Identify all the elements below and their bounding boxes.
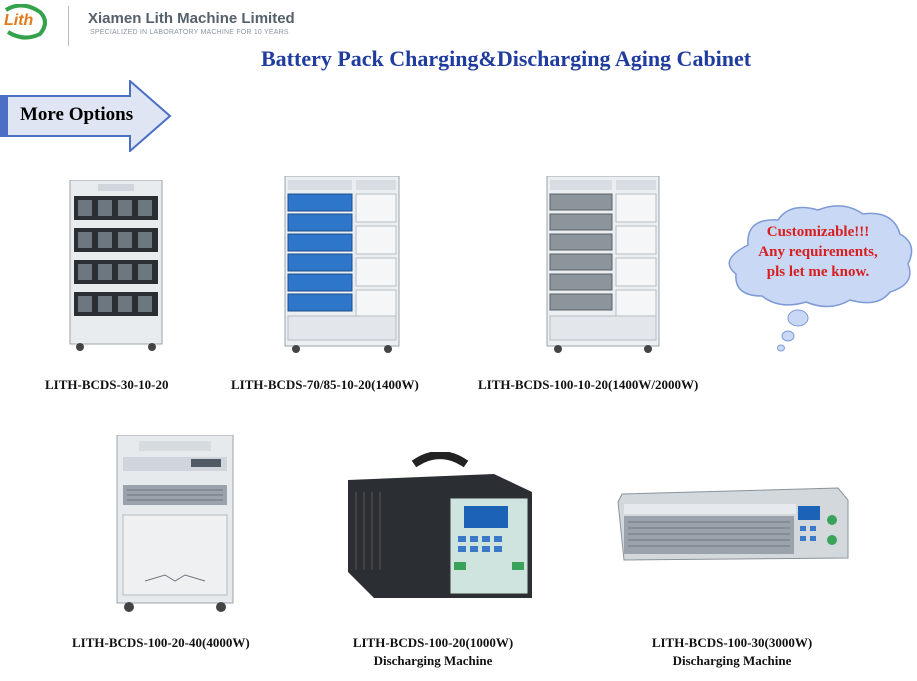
product-subtitle: Discharging Machine (373, 653, 493, 668)
callout-line: Customizable!!! (766, 224, 870, 240)
product-image-discharger-100-20 (348, 452, 532, 598)
product-label: LITH-BCDS-30-10-20 (45, 377, 169, 392)
product-image-cabinet-100-20-40 (116, 435, 234, 612)
company-logo-icon (4, 4, 47, 40)
product-model: LITH-BCDS-100-20(1000W) (352, 635, 514, 650)
callout-line: pls let me know. (766, 264, 870, 280)
product-label: LITH-BCDS-70/85-10-20(1400W) (231, 377, 419, 392)
callout-line: Any requirements, (758, 244, 878, 260)
company-name: Xiamen Lith Machine Limited (88, 10, 295, 27)
product-image-discharger-100-30 (617, 487, 849, 561)
product-label: LITH-BCDS-100-20(1000W) Discharging Mach… (340, 634, 526, 670)
product-image-cabinet-30-10-20 (69, 180, 163, 351)
header-divider (68, 6, 69, 46)
customizable-callout: Customizable!!! Any requirements, pls le… (730, 222, 906, 282)
product-label: LITH-BCDS-100-20-40(4000W) (72, 635, 250, 650)
product-image-cabinet-70-85-10-20 (284, 176, 400, 353)
more-options-button[interactable]: More Options (20, 104, 134, 125)
page-title: Battery Pack Charging&Discharging Aging … (261, 46, 752, 71)
company-tagline: SPECIALIZED IN LABORATORY MACHINE FOR 10… (90, 29, 289, 36)
thought-cloud-icon (728, 205, 913, 352)
product-subtitle: Discharging Machine (672, 653, 792, 668)
product-label: LITH-BCDS-100-30(3000W) Discharging Mach… (624, 634, 840, 670)
logo-text: Lith (4, 12, 34, 29)
product-image-cabinet-100-10-20 (546, 176, 660, 353)
more-options-arrow-icon[interactable] (0, 80, 172, 152)
product-label: LITH-BCDS-100-10-20(1400W/2000W) (478, 377, 699, 392)
product-model: LITH-BCDS-100-30(3000W) (651, 635, 813, 650)
